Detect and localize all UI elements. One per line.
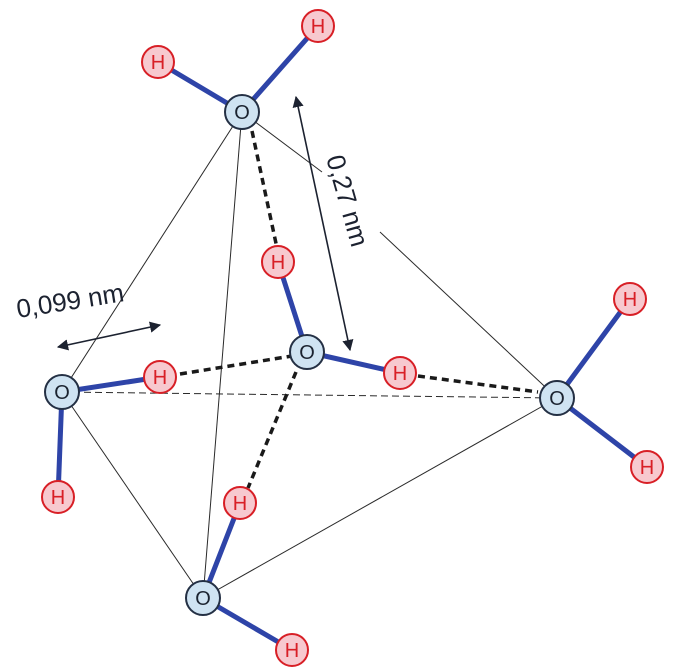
oxygen-atom-bottom: O (185, 580, 221, 616)
hydrogen-atom-label: H (153, 367, 167, 389)
oxygen-atom-right: O (539, 380, 575, 416)
hydrogen-atoms: H H H H H H H (41, 9, 664, 667)
oxygen-atoms: O O O O O (44, 94, 575, 616)
hydrogen-atom-top-left: H (141, 45, 175, 79)
oh-length-arrow (56, 321, 162, 351)
hydrogen-atom-label: H (51, 487, 65, 509)
hydrogen-atom-bottom-down: H (275, 633, 309, 667)
oxygen-atom-label: O (549, 388, 565, 410)
hydrogen-atom-label: H (285, 640, 299, 662)
oh-bond-length-label: 0,099 nm (14, 277, 126, 324)
hbond-top (250, 130, 279, 249)
bond-top-h2 (239, 23, 321, 115)
hydrogen-atom-left-right: H (143, 360, 177, 394)
hydrogen-atom-label: H (640, 457, 654, 479)
hydrogen-atom-label: H (311, 16, 325, 38)
hydrogen-atom-label: H (151, 52, 165, 74)
edge-bottom-right (202, 397, 558, 599)
hydrogen-atom-right-up: H (613, 282, 647, 316)
oxygen-atom-label: O (234, 102, 250, 124)
oxygen-atom-label: O (54, 382, 70, 404)
oxygen-atom-left: O (44, 374, 80, 410)
hydrogen-atom-left-down: H (41, 480, 75, 514)
hydrogen-atom-label: H (623, 289, 637, 311)
oxygen-atom-top: O (224, 94, 260, 130)
oxygen-atom-center: O (289, 334, 325, 370)
hbond-left (179, 354, 293, 376)
hydrogen-bonds (179, 130, 539, 489)
edge-top-bottom (202, 111, 243, 599)
hydrogen-atom-label: H (271, 252, 285, 274)
bond-right-h-up (554, 296, 633, 401)
hydrogen-atom-center-up: H (261, 245, 295, 279)
oo-distance-label: 0,27 nm (320, 151, 375, 250)
hydrogen-atom-bottom-up: H (223, 486, 257, 520)
covalent-bonds (55, 23, 650, 653)
oxygen-atom-label: O (195, 588, 211, 610)
oo-distance-arrow (292, 95, 354, 352)
oxygen-atom-label: O (299, 342, 315, 364)
hydrogen-atom-label: H (233, 493, 247, 515)
hbond-right (417, 374, 539, 394)
edge-left-bottom (61, 391, 204, 599)
hydrogen-atom-label: H (393, 363, 407, 385)
bond-right-h-down (554, 395, 650, 470)
hydrogen-atom-right-down: H (630, 450, 664, 484)
edge-top-right-b (379, 231, 558, 399)
hydrogen-atom-top-right: H (301, 9, 335, 43)
hbond-bottom (246, 371, 298, 489)
edge-top-left (61, 111, 243, 393)
hydrogen-atom-center-right: H (383, 356, 417, 390)
edge-left-right-dashed (61, 391, 558, 399)
